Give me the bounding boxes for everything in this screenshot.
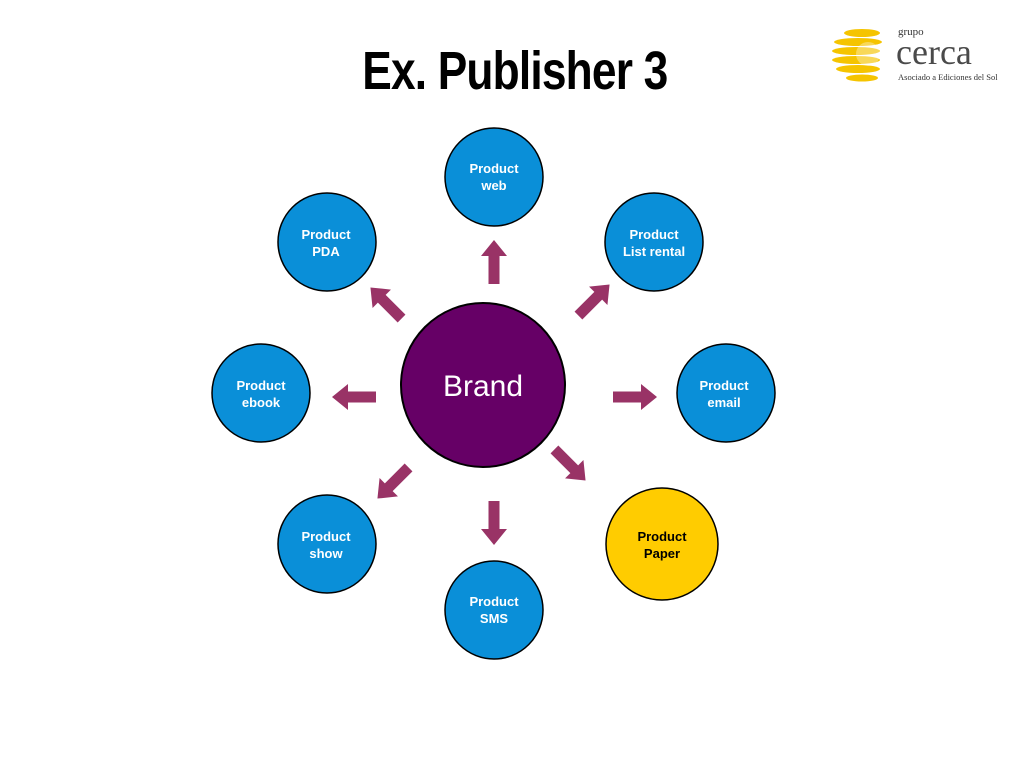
arrow-to-pda	[361, 278, 411, 328]
logo-tagline: Asociado a Ediciones del Sol	[898, 72, 998, 82]
node-label-line2: Paper	[644, 546, 680, 561]
node-label-line2: List rental	[623, 244, 685, 259]
node-circle	[605, 487, 719, 601]
arrow-to-show	[368, 458, 418, 508]
product-node-sms: Product SMS	[444, 560, 544, 660]
node-label-line1: Product	[699, 378, 749, 393]
grupo-cerca-logo: grupo cerca Asociado a Ediciones del Sol	[832, 24, 1012, 90]
node-label-line2: SMS	[480, 611, 509, 626]
node-label-line2: web	[480, 178, 506, 193]
brand-node: Brand	[400, 302, 566, 468]
arrow-to-web	[481, 240, 507, 284]
brand-label: Brand	[443, 370, 523, 403]
product-node-show: Product show	[277, 494, 377, 594]
node-label-line1: Product	[301, 529, 351, 544]
logo-name: cerca	[896, 32, 972, 72]
product-node-list-rental: Product List rental	[604, 192, 704, 292]
node-label-line1: Product	[637, 529, 687, 544]
product-node-ebook: Product ebook	[211, 343, 311, 443]
node-label-line1: Product	[469, 161, 519, 176]
product-node-email: Product email	[676, 343, 776, 443]
arrow-to-sms	[481, 501, 507, 545]
logo-emblem-icon	[832, 29, 882, 82]
slide-title: Ex. Publisher 3	[362, 41, 668, 101]
node-label-line1: Product	[301, 227, 351, 242]
node-label-line1: Product	[469, 594, 519, 609]
node-label-line2: ebook	[242, 395, 281, 410]
arrow-to-ebook	[332, 384, 376, 410]
node-circle	[444, 560, 544, 660]
product-node-paper: Product Paper	[605, 487, 719, 601]
node-circle	[676, 343, 776, 443]
node-circle	[604, 192, 704, 292]
arrow-to-paper	[545, 440, 595, 490]
arrow-to-list-rental	[569, 275, 619, 325]
node-circle	[277, 192, 377, 292]
node-label-line2: email	[707, 395, 740, 410]
node-label-line2: PDA	[312, 244, 340, 259]
product-node-web: Product web	[444, 127, 544, 227]
logo-grupo-text: grupo	[898, 26, 924, 38]
node-label-line1: Product	[236, 378, 286, 393]
arrow-to-email	[613, 384, 657, 410]
node-label-line1: Product	[629, 227, 679, 242]
node-circle	[277, 494, 377, 594]
node-circle	[444, 127, 544, 227]
node-label-line2: show	[309, 546, 343, 561]
product-node-pda: Product PDA	[277, 192, 377, 292]
node-circle	[211, 343, 311, 443]
